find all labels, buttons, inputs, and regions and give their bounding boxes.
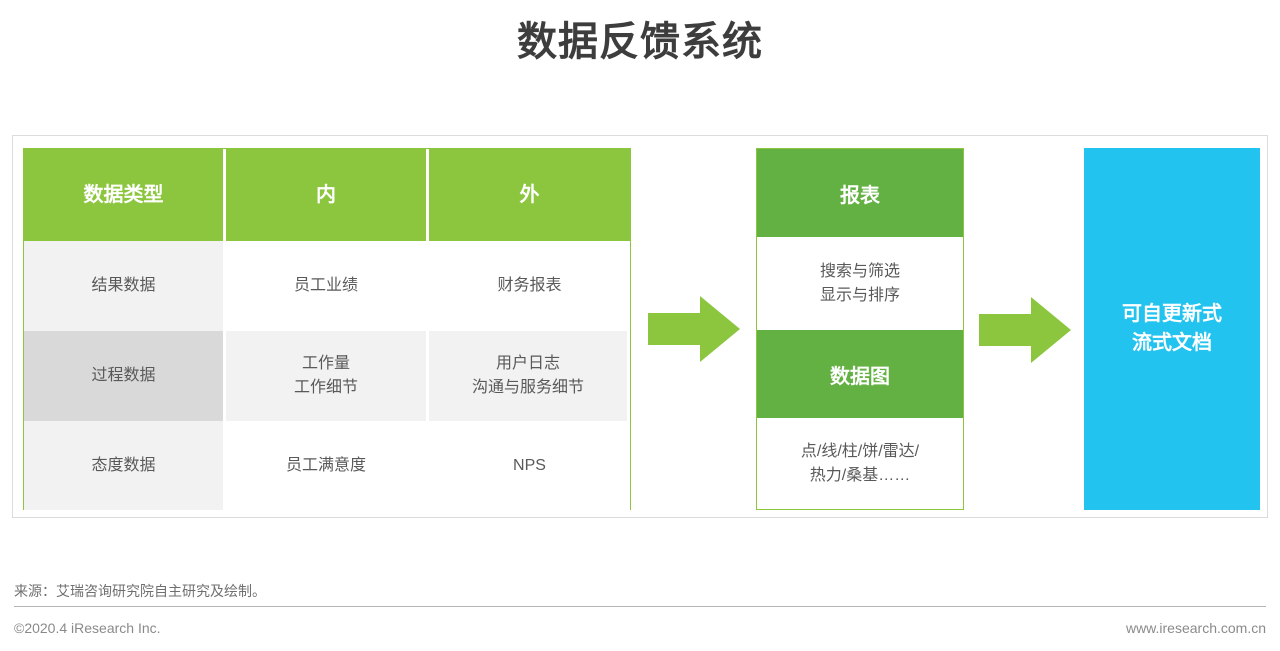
section-title-report: 报表 — [757, 149, 963, 237]
matrix-cell-internal-process: 工作量 工作细节 — [226, 331, 429, 421]
report-and-chart-box: 报表 搜索与筛选 显示与排序 数据图 点/线/柱/饼/雷达/ 热力/桑基…… — [756, 148, 964, 510]
table-row: 过程数据 工作量 工作细节 用户日志 沟通与服务细节 — [24, 331, 630, 421]
arrow-right-icon — [979, 297, 1071, 363]
matrix-cell-type-process: 过程数据 — [24, 331, 226, 421]
matrix-cell-internal-result: 员工业绩 — [226, 241, 429, 331]
matrix-cell-internal-attitude: 员工满意度 — [226, 421, 429, 510]
table-row: 结果数据 员工业绩 财务报表 — [24, 241, 630, 331]
matrix-cell-external-attitude: NPS — [429, 421, 630, 510]
matrix-header-row: 数据类型 内 外 — [24, 149, 630, 241]
website-url: www.iresearch.com.cn — [1125, 620, 1266, 636]
page-title: 数据反馈系统 — [517, 20, 763, 64]
matrix-cell-type-result: 结果数据 — [24, 241, 226, 331]
section-body-chart: 点/线/柱/饼/雷达/ 热力/桑基…… — [757, 418, 963, 509]
matrix-cell-external-result: 财务报表 — [429, 241, 630, 331]
data-type-matrix: 数据类型 内 外 结果数据 员工业绩 财务报表 过程数据 工作量 工作细节 用户… — [23, 148, 631, 510]
section-title-chart: 数据图 — [757, 330, 963, 418]
matrix-cell-type-attitude: 态度数据 — [24, 421, 226, 510]
matrix-header-internal: 内 — [226, 149, 429, 241]
section-body-report: 搜索与筛选 显示与排序 — [757, 237, 963, 330]
copyright-text: ©2020.4 iResearch Inc. — [14, 620, 161, 636]
table-row: 态度数据 员工满意度 NPS — [24, 421, 630, 510]
footer-divider — [14, 606, 1266, 607]
matrix-header-data-type: 数据类型 — [24, 149, 226, 241]
source-note: 来源：艾瑞咨询研究院自主研究及绘制。 — [14, 583, 266, 599]
output-document-box: 可自更新式 流式文档 — [1084, 148, 1260, 510]
matrix-cell-external-process: 用户日志 沟通与服务细节 — [429, 331, 630, 421]
matrix-header-external: 外 — [429, 149, 630, 241]
arrow-right-icon — [648, 296, 740, 362]
